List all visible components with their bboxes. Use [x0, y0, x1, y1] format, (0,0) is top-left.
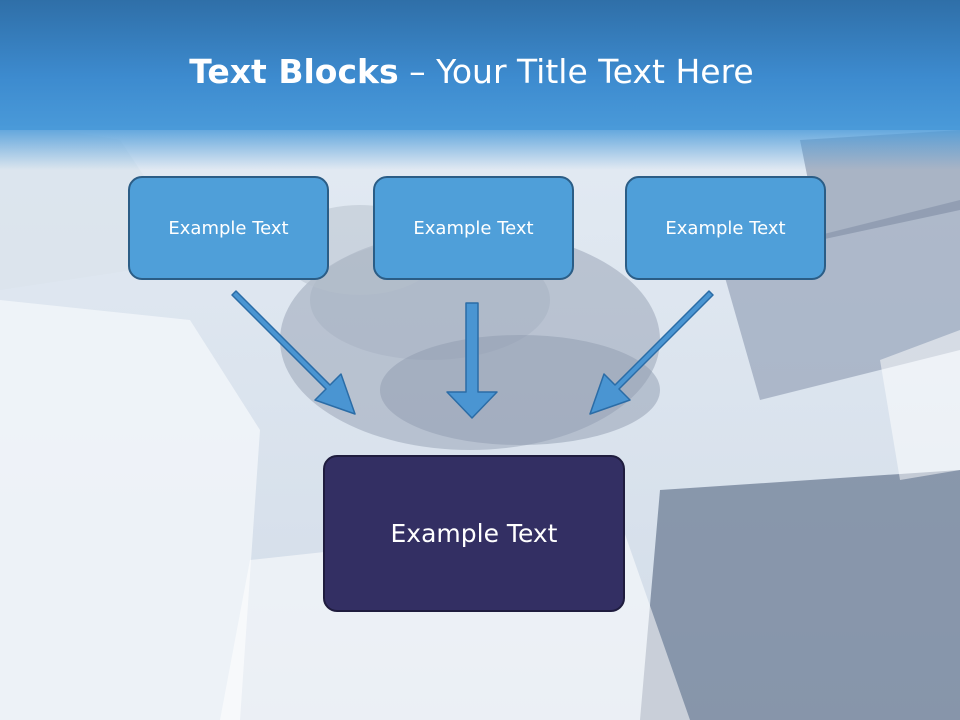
title-bar-fade	[0, 126, 960, 170]
title-bar	[0, 0, 960, 130]
text-block-1[interactable]: Example Text	[128, 176, 329, 280]
arrow-center-icon	[446, 302, 498, 419]
target-text-block[interactable]: Example Text	[323, 455, 625, 612]
text-block-2[interactable]: Example Text	[373, 176, 574, 280]
target-text-block-label: Example Text	[390, 519, 558, 548]
title-rest: – Your Title Text Here	[398, 52, 754, 91]
slide-title: Text Blocks – Your Title Text Here	[0, 52, 943, 91]
text-block-3-label: Example Text	[665, 217, 786, 239]
text-block-1-label: Example Text	[168, 217, 289, 239]
text-block-3[interactable]: Example Text	[625, 176, 826, 280]
text-block-2-label: Example Text	[413, 217, 534, 239]
arrow-right-icon	[589, 290, 714, 415]
title-bold: Text Blocks	[189, 52, 399, 91]
arrow-left-icon	[231, 290, 356, 415]
